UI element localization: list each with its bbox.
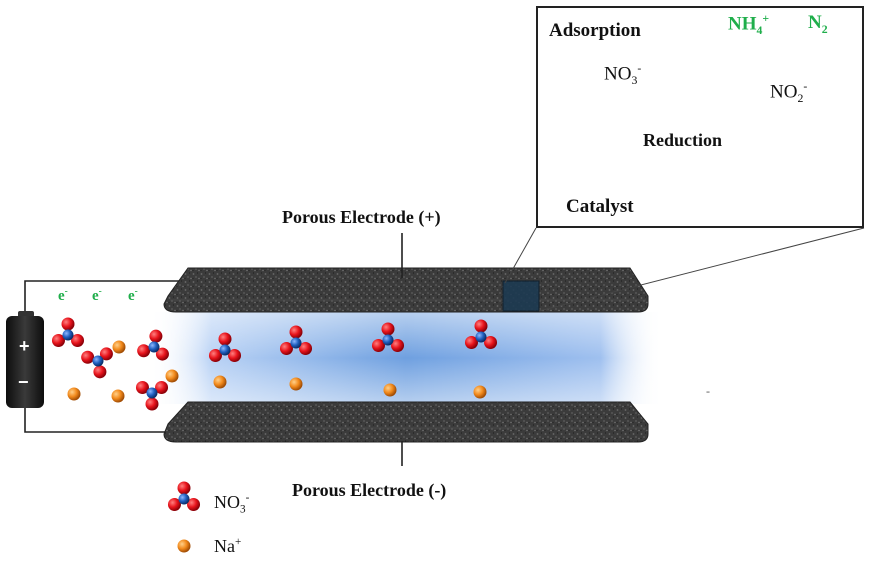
oxygen-atom: [93, 365, 107, 379]
oxygen-atom: [177, 481, 191, 495]
mechanism-inset-panel: [536, 6, 864, 228]
oxygen-atom: [155, 381, 169, 394]
oxygen-atom: [484, 336, 498, 349]
oxygen-atom: [51, 334, 65, 347]
ammonium-product-label: NH4+: [728, 12, 770, 38]
legend-icons: [167, 481, 201, 553]
oxygen-atom: [187, 498, 201, 511]
nitrogen-atom: [382, 334, 394, 346]
legend-sodium-label: Na+: [214, 536, 242, 556]
electrolyte-ions: [51, 317, 498, 411]
nitrogen-atom: [290, 337, 302, 349]
oxygen-atom: [391, 339, 405, 352]
nitrogen-atom: [475, 331, 487, 343]
nitrate-molecule: [371, 322, 405, 352]
nitrogen-atom: [146, 387, 158, 399]
sodium-ion: [289, 377, 303, 391]
nitrogen-atom: [178, 493, 190, 505]
bottom-porous-electrode: [163, 401, 649, 443]
oxygen-atom: [279, 342, 293, 355]
catalyst-label: Catalyst: [566, 196, 634, 217]
battery-icon: + −: [6, 316, 44, 408]
oxygen-atom: [371, 339, 385, 352]
oxygen-atom: [137, 344, 151, 358]
zoom-line-left: [504, 227, 537, 284]
nitrate-molecule: [464, 319, 498, 349]
nitrogen-product-label: N2: [808, 12, 828, 36]
nitrate-molecule: [51, 317, 85, 347]
nitrate-molecule: [81, 347, 113, 379]
reduction-label: Reduction: [643, 130, 723, 150]
legend-nitrate-label: NO3-: [214, 492, 250, 516]
stray-dash: -: [706, 384, 710, 398]
nitrate-molecule: [137, 329, 169, 361]
oxygen-atom: [145, 397, 159, 411]
sodium-ion: [383, 383, 397, 397]
oxygen-atom: [289, 325, 303, 339]
oxygen-atom: [167, 498, 181, 511]
nitrate-molecule: [279, 325, 313, 355]
nitrogen-atom: [219, 344, 231, 356]
inset-nitrite-label: NO2-: [770, 80, 808, 106]
oxygen-atom: [71, 334, 85, 347]
top-electrode-label: Porous Electrode (+): [282, 207, 441, 227]
oxygen-atom: [155, 347, 169, 361]
nitrogen-atom: [148, 341, 160, 353]
zoom-line-right: [538, 227, 865, 312]
oxygen-atom: [208, 349, 222, 362]
nitrate-molecule: [135, 381, 169, 411]
nitrate-molecule: [208, 332, 242, 362]
oxygen-atom: [218, 332, 232, 346]
electron-label-2: e-: [92, 287, 102, 304]
electrolyte-channel: [150, 312, 662, 404]
adsorption-label: Adsorption: [549, 20, 641, 41]
oxygen-atom: [464, 336, 478, 349]
electron-label-1: e-: [58, 287, 68, 304]
sodium-ion: [473, 385, 487, 399]
bottom-electrode-label: Porous Electrode (-): [292, 480, 447, 500]
battery-terminal-icon: [18, 311, 34, 318]
top-porous-electrode: [163, 267, 649, 313]
legend-nitrate-icon: [167, 481, 201, 511]
oxygen-atom: [135, 381, 149, 394]
oxygen-atom: [228, 349, 242, 362]
sodium-ion: [67, 387, 81, 401]
oxygen-atom: [149, 329, 163, 343]
legend-sodium-icon: [177, 539, 191, 553]
sodium-ion: [112, 340, 126, 354]
sodium-ion: [213, 375, 227, 389]
oxygen-atom: [474, 319, 488, 333]
battery-minus-sign: −: [18, 372, 29, 392]
nitrate-molecule: [167, 481, 201, 511]
nitrogen-atom: [62, 329, 74, 341]
battery-plus-sign: +: [19, 336, 30, 356]
sodium-ion: [111, 389, 125, 403]
magnified-region-marker: [502, 280, 540, 312]
circuit-wire: [24, 280, 182, 433]
nitrogen-atom: [92, 355, 104, 367]
oxygen-atom: [81, 350, 95, 364]
oxygen-atom: [299, 342, 313, 355]
oxygen-atom: [381, 322, 395, 336]
electron-label-3: e-: [128, 287, 138, 304]
sodium-ion: [165, 369, 179, 383]
oxygen-atom: [61, 317, 75, 331]
oxygen-atom: [99, 347, 113, 361]
inset-nitrate-label: NO3-: [604, 62, 642, 88]
